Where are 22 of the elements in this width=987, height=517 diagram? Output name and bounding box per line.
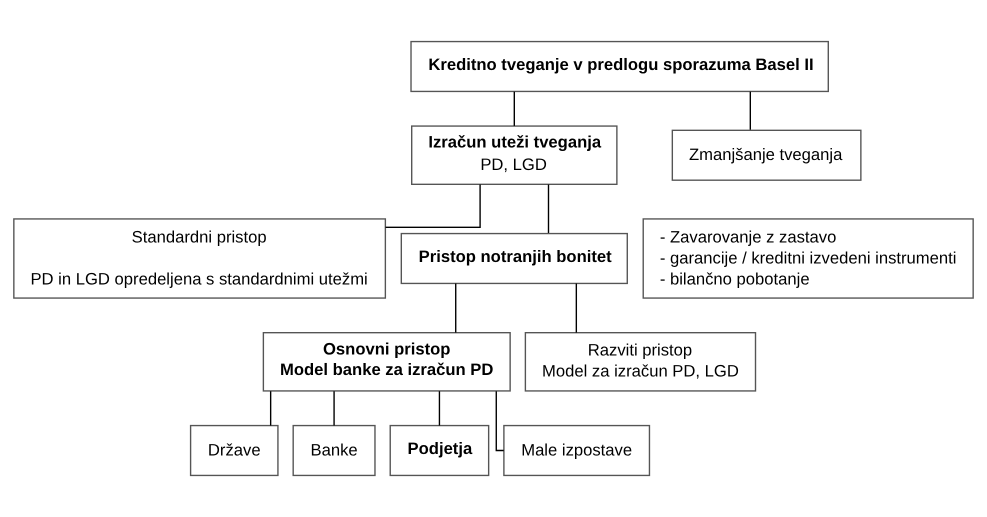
- node-box: Podjetja: [390, 424, 490, 476]
- node-box: Osnovni pristop Model banke za izračun PD: [262, 332, 511, 392]
- node-box: Banke: [292, 424, 376, 476]
- node-box: Male izpostave: [503, 424, 650, 476]
- connector: [514, 92, 515, 126]
- node-box: Standardni pristop PD in LGD opredeljena s standardnimi utežmi: [13, 218, 386, 299]
- connector: [496, 391, 504, 452]
- node-box: Pristop notranjih bonitet: [400, 232, 628, 284]
- node-box: Kreditno tveganje v predlogu sporazuma Basel II: [410, 40, 829, 92]
- connector: [333, 391, 335, 426]
- node-box: Države: [190, 424, 279, 476]
- connector: [548, 184, 550, 233]
- node-box: - Zavarovanje z zastavo - garancije / kreditni izvedeni instrumenti - bilančno pobotanje: [642, 218, 974, 299]
- connector: [438, 391, 440, 426]
- connector: [455, 284, 456, 333]
- node-box: Izračun uteži tveganja PD, LGD: [411, 125, 618, 186]
- connector: [386, 184, 481, 228]
- connector: [750, 92, 751, 130]
- connector: [270, 391, 272, 426]
- node-box: Razviti pristop Model za izračun PD, LGD: [524, 332, 756, 392]
- connector: [576, 284, 578, 333]
- node-box: Zmanjšanje tveganja: [672, 130, 862, 181]
